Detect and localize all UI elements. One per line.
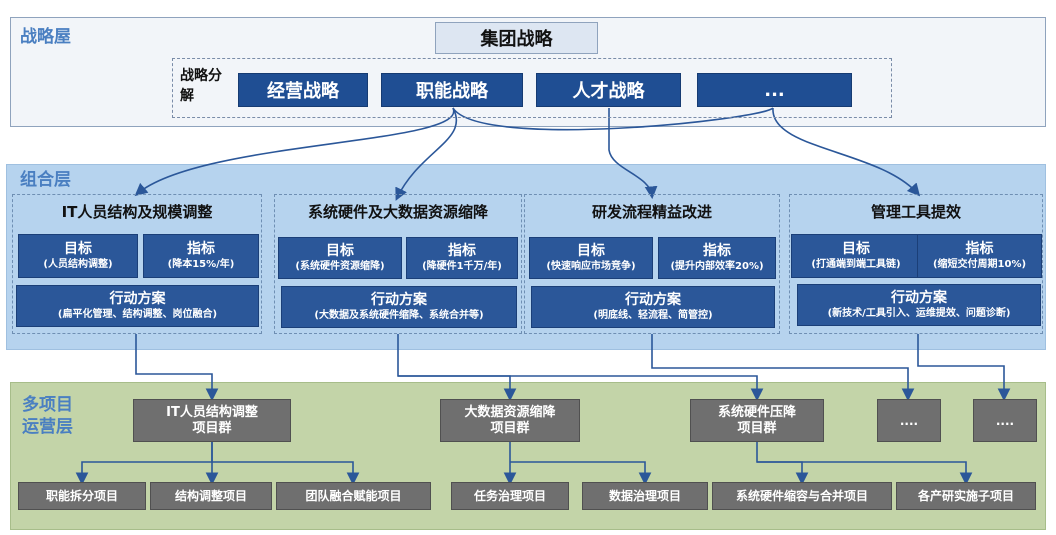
strategy-decomposition-label: 战略分解 (180, 68, 222, 104)
combo-column-2-title: 系统硬件及大数据资源缩降 (307, 202, 488, 221)
link-col2-group2 (397, 334, 517, 402)
column-3-goal: 目标 (快速响应市场竞争) (529, 237, 653, 279)
link-col2-group3 (398, 375, 764, 402)
column-3-action: 行动方案 (明底线、轻流程、简管控) (531, 286, 775, 328)
project-1: 职能拆分项目 (18, 482, 146, 510)
program-group-1: IT人员结构调整 项目群 (133, 399, 291, 442)
column-1-action: 行动方案 (扁平化管理、结构调整、岗位融合) (16, 285, 259, 327)
column-1-goal: 目标 (人员结构调整) (18, 234, 138, 278)
combo-column-4-title: 管理工具提效 (870, 202, 961, 221)
link-g1-p3 (212, 461, 360, 486)
column-4-action: 行动方案 (新技术/工具引入、运维提效、问题诊断) (797, 284, 1041, 326)
column-2-action: 行动方案 (大数据及系统硬件缩降、系统合并等) (281, 286, 517, 328)
link-g3-p7 (757, 461, 973, 486)
column-1-kpi: 指标 (降本15%/年) (143, 234, 259, 278)
link-col4-group5 (917, 334, 1011, 402)
strategy-item-2: 职能战略 (381, 73, 523, 107)
strategy-item-3: 人才战略 (536, 73, 681, 107)
strategy-arrow-4 (772, 107, 921, 197)
strategy-arrow-3 (608, 108, 658, 200)
project-6: 系统硬件缩容与合并项目 (712, 482, 892, 510)
strategy-arrow-2 (395, 107, 458, 201)
column-3-kpi: 指标 (提升内部效率20%) (658, 237, 776, 279)
link-g2-p5 (510, 461, 652, 486)
group-strategy-box: 集团战略 (435, 22, 598, 54)
column-4-goal: 目标 (打通端到端工具链) (791, 234, 921, 278)
column-2-goal: 目标 (系统硬件资源缩降) (278, 237, 402, 279)
combo-column-1-title: IT人员结构及规模调整 (61, 202, 213, 221)
project-4: 任务治理项目 (451, 482, 569, 510)
combination-layer-title: 组合层 (20, 170, 71, 190)
strategy-decomposition-frame (172, 58, 892, 118)
column-4-kpi: 指标 (缩短交付周期10%) (917, 234, 1042, 278)
strategy-layer-title: 战略屋 (20, 27, 71, 47)
link-col3-group4 (651, 334, 915, 402)
strategy-item-4: ... (697, 73, 852, 107)
project-5: 数据治理项目 (582, 482, 708, 510)
column-2-kpi: 指标 (降硬件1千万/年) (406, 237, 518, 279)
combo-column-3 (524, 194, 780, 334)
strategy-item-1: 经营战略 (238, 73, 368, 107)
combo-column-3-title: 研发流程精益改进 (591, 202, 712, 221)
project-7: 各产研实施子项目 (896, 482, 1036, 510)
program-group-3: 系统硬件压降 项目群 (690, 399, 824, 442)
combo-column-4 (789, 194, 1043, 334)
combo-column-1 (12, 194, 262, 334)
program-group-4: .... (877, 399, 941, 442)
program-group-2: 大数据资源缩降 项目群 (440, 399, 580, 442)
program-group-5: .... (973, 399, 1037, 442)
link-g1-p1 (75, 442, 213, 486)
combo-column-2 (274, 194, 522, 334)
project-2: 结构调整项目 (150, 482, 272, 510)
link-col1-group1 (135, 334, 219, 402)
project-3: 团队融合赋能项目 (276, 482, 431, 510)
multi-project-layer-title: 多项目 运营层 (22, 395, 73, 437)
strategy-link (452, 107, 774, 131)
strategy-arrow-1 (134, 107, 455, 197)
